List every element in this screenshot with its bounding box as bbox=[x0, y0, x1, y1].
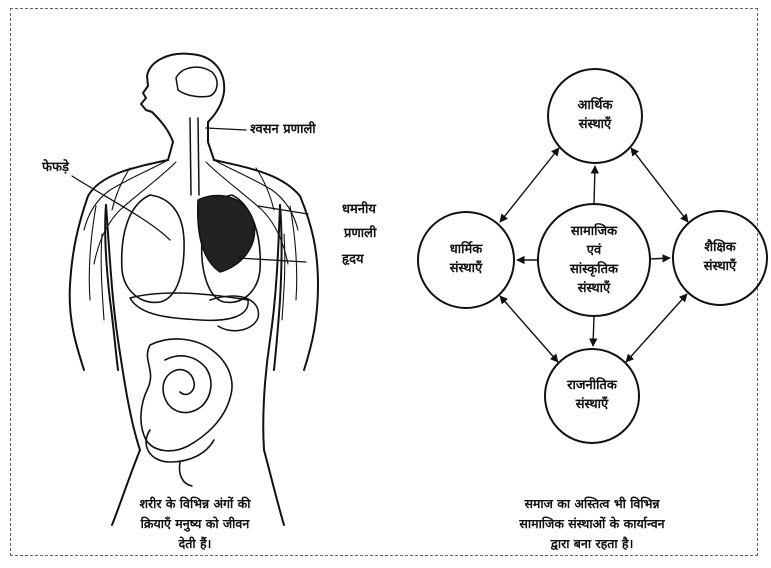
label-arterial-line1: धमनीय bbox=[342, 202, 376, 218]
arrow-left-bottom bbox=[500, 296, 558, 362]
institutions-caption-line: द्वारा बना रहता है। bbox=[462, 534, 722, 554]
leader-respiratory bbox=[206, 128, 246, 130]
anatomy-caption-line: शरीर के विभिन्न अंगों की bbox=[70, 494, 320, 514]
left-institution-label: धार्मिक संस्थाएँ bbox=[421, 240, 511, 278]
arrow-center-to-right bbox=[650, 258, 670, 259]
center-line: संस्थाएँ bbox=[544, 279, 644, 298]
torso-outline bbox=[106, 205, 280, 450]
bottom-institution-label: राजनीतिक संस्थाएँ bbox=[547, 376, 637, 414]
center-line: सामाजिक bbox=[544, 222, 644, 241]
top-institution-label: आर्थिक संस्थाएँ bbox=[550, 96, 640, 134]
right-line: शैक्षिक bbox=[675, 238, 765, 257]
arrow-center-to-top bbox=[594, 166, 595, 204]
trachea bbox=[190, 118, 199, 195]
center-line: एवं bbox=[544, 241, 644, 260]
institutions-caption-line: समाज का अस्तित्व भी विभिन्न bbox=[462, 494, 722, 514]
right-institution-label: शैक्षिक संस्थाएँ bbox=[675, 238, 765, 276]
label-arterial-line2: प्रणाली bbox=[344, 226, 376, 242]
center-line: सांस्कृतिक bbox=[544, 260, 644, 279]
top-line: आर्थिक bbox=[550, 96, 640, 115]
left-line: धार्मिक bbox=[421, 240, 511, 259]
liver bbox=[130, 293, 248, 320]
anatomy-caption-line: देती हैं। bbox=[70, 534, 320, 554]
bottom-line: राजनीतिक bbox=[547, 376, 637, 395]
label-respiratory-system: श्वसन प्रणाली bbox=[250, 122, 316, 138]
leader-lungs bbox=[72, 176, 170, 240]
heart bbox=[198, 195, 255, 272]
center-institution-label: सामाजिक एवं सांस्कृतिक संस्थाएँ bbox=[544, 222, 644, 298]
anatomy-caption-line: क्रियाएँ मनुष्य को जीवन bbox=[70, 514, 320, 534]
right-line: संस्थाएँ bbox=[675, 257, 765, 276]
leader-arterial bbox=[258, 206, 308, 214]
arrow-top-left bbox=[500, 148, 559, 222]
anatomy-caption: शरीर के विभिन्न अंगों की क्रियाएँ मनुष्य… bbox=[70, 494, 320, 554]
label-heart: हृदय bbox=[342, 252, 364, 268]
label-lungs: फेफड़े bbox=[42, 160, 69, 176]
institutions-caption-line: सामाजिक संस्थाओं के कार्यान्वन bbox=[462, 514, 722, 534]
brain-outline bbox=[176, 67, 217, 97]
institutions-caption: समाज का अस्तित्व भी विभिन्न सामाजिक संस्… bbox=[462, 494, 722, 554]
arrow-center-to-bottom bbox=[593, 316, 594, 346]
arrow-right-bottom bbox=[626, 294, 687, 362]
bottom-line: संस्थाएँ bbox=[547, 395, 637, 414]
intestines bbox=[141, 339, 232, 486]
arrow-top-right bbox=[631, 148, 688, 222]
left-arm-outline bbox=[70, 160, 168, 370]
left-line: संस्थाएँ bbox=[421, 259, 511, 278]
top-line: संस्थाएँ bbox=[550, 115, 640, 134]
